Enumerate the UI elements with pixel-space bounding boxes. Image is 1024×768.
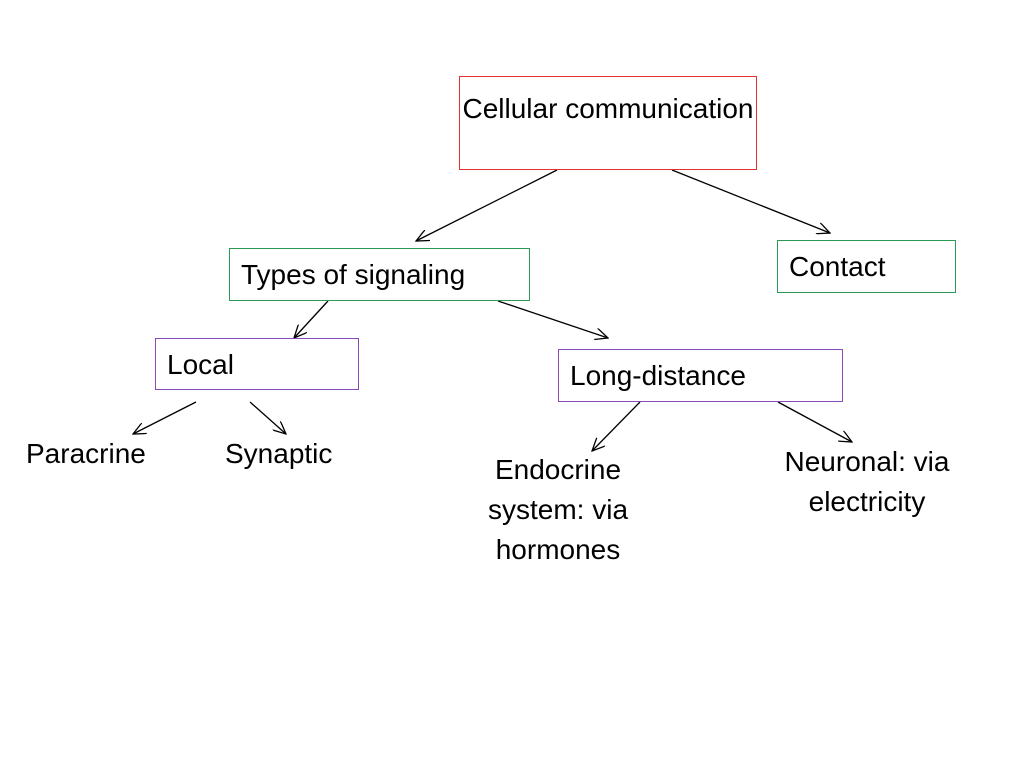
node-neuronal: Neuronal: via electricity bbox=[784, 446, 950, 517]
node-contact: Contact bbox=[777, 240, 956, 293]
node-label: Types of signaling bbox=[241, 259, 466, 290]
arrow-root-to-contact bbox=[671, 169, 830, 233]
node-types-of-signaling: Types of signaling bbox=[229, 248, 530, 301]
node-local: Local bbox=[155, 338, 359, 390]
arrow-types-to-local bbox=[294, 300, 329, 338]
node-long-distance: Long-distance bbox=[558, 349, 843, 402]
node-label: Cellular communication bbox=[462, 93, 754, 124]
arrow-long-distance-to-neuronal bbox=[777, 401, 852, 442]
node-endocrine-system: Endocrine system: via hormones bbox=[487, 454, 629, 565]
node-cellular-communication: Cellular communication bbox=[459, 76, 757, 170]
arrow-types-to-long-distance bbox=[497, 300, 608, 338]
node-synaptic: Synaptic bbox=[225, 438, 333, 469]
arrow-local-to-synaptic bbox=[249, 401, 286, 434]
arrow-root-to-types bbox=[416, 169, 558, 241]
arrow-long-distance-to-endocrine bbox=[592, 401, 641, 451]
node-label: Long-distance bbox=[570, 360, 746, 391]
node-label: Local bbox=[167, 349, 234, 380]
node-label: Contact bbox=[789, 251, 886, 282]
arrow-local-to-paracrine bbox=[133, 401, 197, 434]
node-paracrine: Paracrine bbox=[26, 438, 146, 469]
